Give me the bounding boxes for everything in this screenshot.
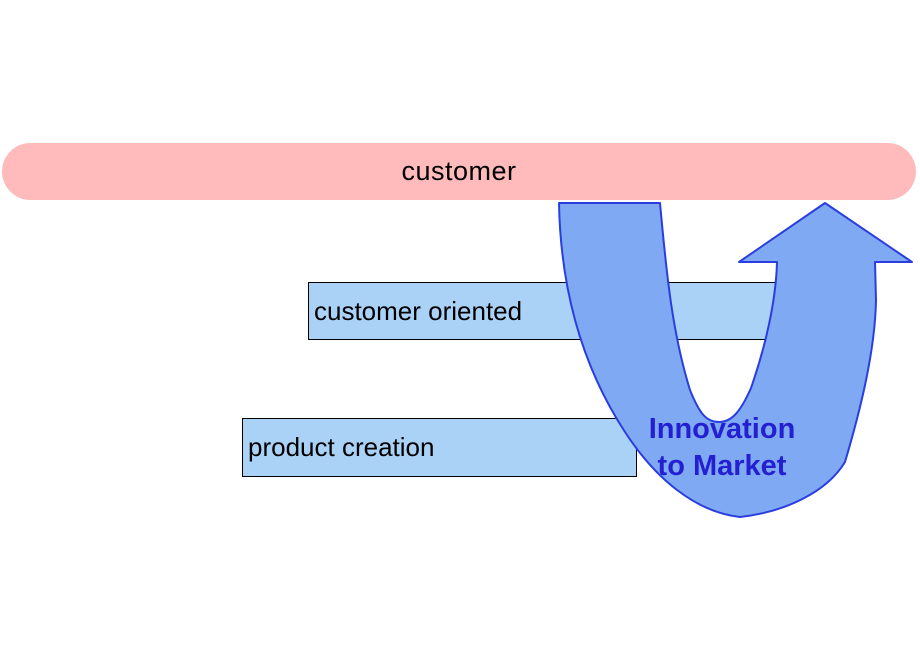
arrow-label: Innovation to Market <box>572 411 872 485</box>
customer-oriented-bar: customer oriented <box>308 282 778 340</box>
customer-oriented-bar-label: customer oriented <box>314 295 523 326</box>
product-creation-bar-label: product creation <box>248 432 435 462</box>
customer-bar-label: customer <box>401 156 517 186</box>
customer-bar: customer <box>2 143 916 200</box>
product-creation-bar: product creation <box>242 418 637 477</box>
arrow-label-line2: to Market <box>657 450 787 482</box>
u-turn-arrow-icon <box>558 202 913 518</box>
arrow-label-line1: Innovation <box>648 413 796 445</box>
